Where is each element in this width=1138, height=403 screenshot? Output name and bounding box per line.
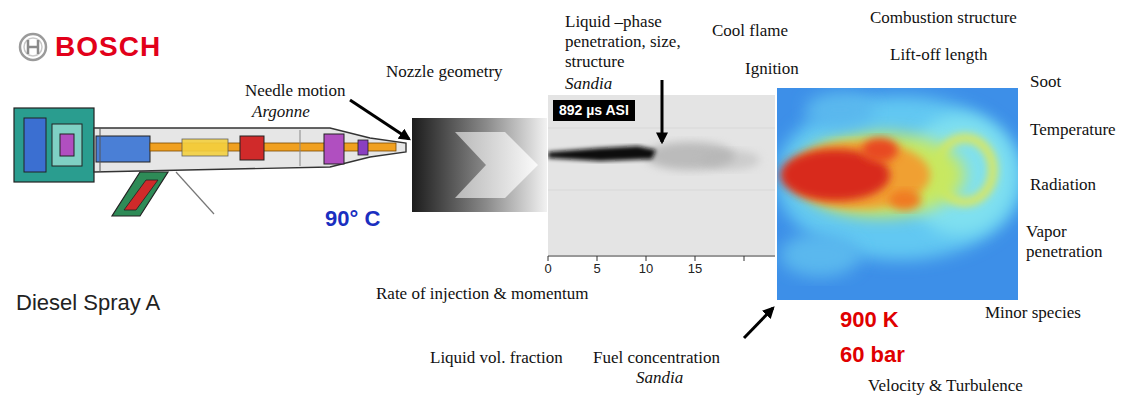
affiliation-label: Argonne [252,102,310,122]
injector-drawing [94,128,406,172]
condition-label: 90° C [325,206,380,231]
axis-scale [548,256,549,261]
flame-image [777,92,1018,277]
injector-drawing [24,118,46,172]
injector-drawing [60,134,74,156]
callout-label: Liquid –phase penetration, size, structu… [565,12,687,72]
callout-label: Radiation [1030,175,1096,195]
nozzle-image [455,132,538,198]
callout-label: Temperature [1030,120,1116,140]
injector-drawing [112,172,168,216]
brand-logo [24,38,42,56]
affiliation-label: Sandia [565,74,612,94]
nozzle-image [412,118,547,212]
callout-label: Cool flame [712,21,788,41]
nozzle-image [412,118,547,212]
axis-scale [597,256,598,261]
pointer-arrows [744,308,773,338]
injector-drawing [100,128,101,172]
injector-drawing [182,139,228,156]
flame-image [889,190,921,210]
affiliation-label: Sandia [636,368,683,388]
callout-label: Ignition [745,59,799,79]
liquid-spray-image [548,190,775,191]
axis-scale [744,256,745,261]
callout-label: Combustion structure [870,8,1017,28]
brand-name: BOSCH [55,31,161,63]
brand-logo [28,40,38,54]
injector-drawing [14,108,94,182]
injector-drawing [324,134,344,164]
callout-label: Fuel concentration [593,348,720,368]
callout-label: Vapor penetration [1026,222,1126,262]
callout-label: Nozzle geometry [386,62,503,82]
injector-drawing [358,140,368,155]
callout-label: Rate of injection & momentum [376,284,588,304]
flame-image [805,92,875,128]
callout-label: Soot [1030,72,1061,92]
condition-label: 60 bar [840,342,905,367]
liquid-spray-image [700,150,760,170]
pointer-arrows [350,100,409,139]
callout-label: Needle motion [245,81,346,101]
callout-label: Lift-off length [890,45,987,65]
callout-label: Velocity & Turbulence [868,376,1023,396]
brand-logo [20,34,46,60]
liquid-spray-image [548,146,656,161]
flame-image [780,233,860,277]
condition-label: 900 K [840,307,899,332]
axis-tick-label: 0 [544,262,551,277]
timestamp-text: 892 µs ASI [559,102,629,119]
axis-tick-label: 15 [688,262,702,277]
axis-scale [695,256,696,261]
axis-tick-label: 10 [639,262,653,277]
axis-tick-label: 5 [593,262,600,277]
flame-image [775,88,1025,300]
flame-image [862,138,898,162]
injector-drawing [300,130,301,166]
injector-drawing [176,172,214,214]
callout-label: Liquid vol. fraction [430,348,563,368]
injector-drawing [52,124,82,166]
pointer-arrows [350,80,773,338]
brand-logo [20,34,46,60]
injector-drawing [96,136,150,162]
pointer-arrows [661,80,664,142]
timestamp-box: 892 µs ASI [553,100,635,121]
diagram-name: Diesel Spray A [16,290,160,315]
injector-drawing [14,108,406,216]
axis-scale [646,256,647,261]
axis-scale [548,256,775,261]
axis-scale [548,256,775,257]
injector-drawing [124,180,158,210]
callout-label: Minor species [985,303,1081,323]
injector-drawing [240,136,264,160]
